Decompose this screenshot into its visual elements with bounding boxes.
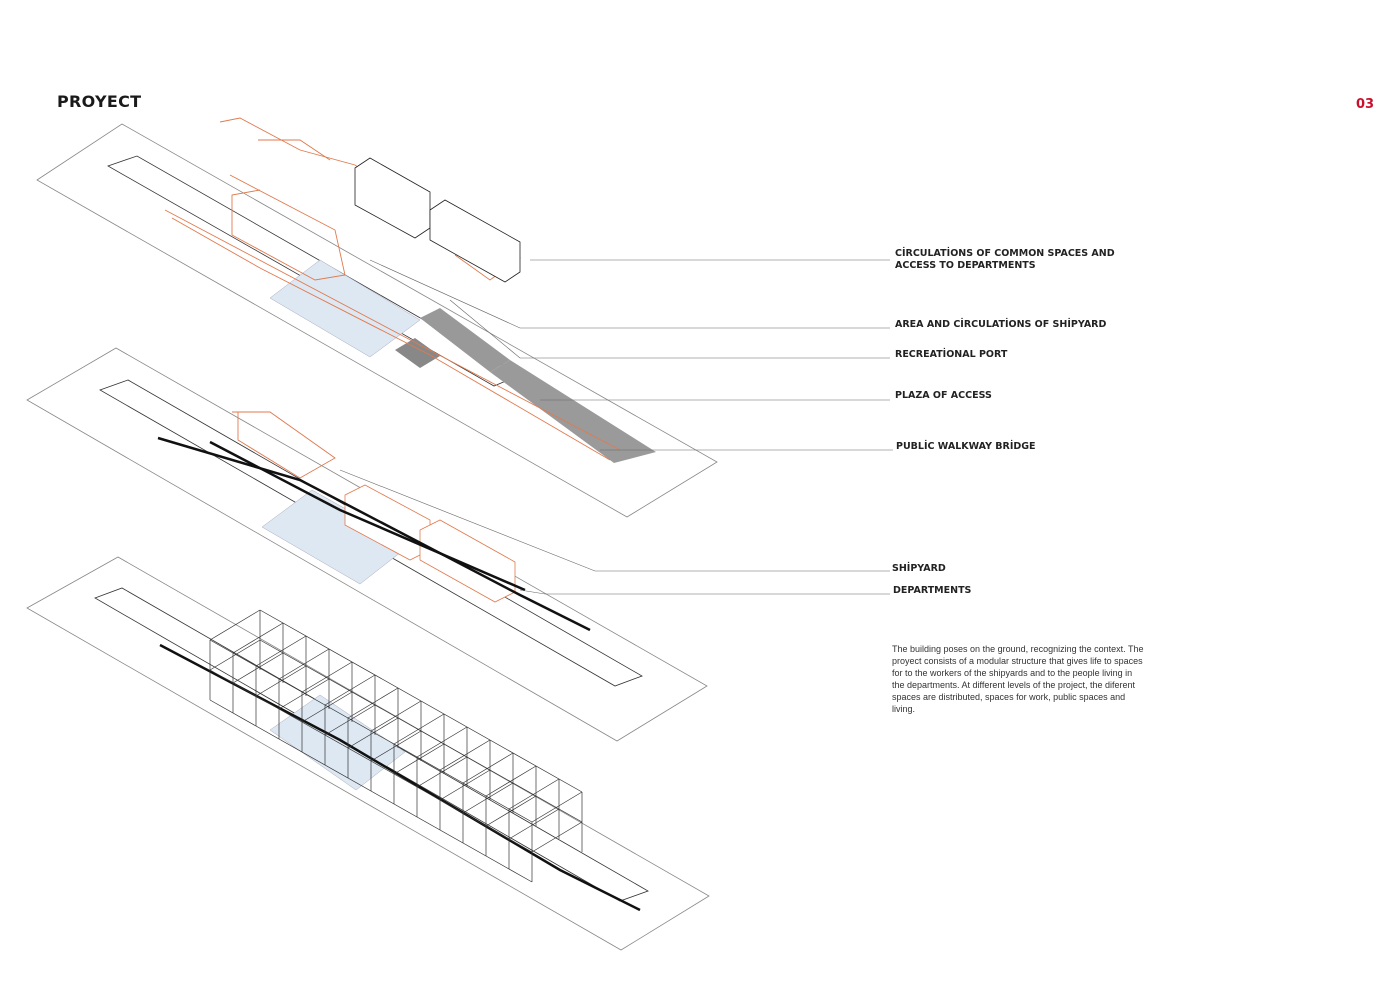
structure-member bbox=[259, 609, 583, 793]
public-walkway-bridge bbox=[490, 360, 656, 463]
label-shipyard: SHİPYARD bbox=[892, 563, 946, 574]
departments-top bbox=[354, 157, 521, 283]
structure-member bbox=[209, 669, 533, 853]
bottom-slab bbox=[26, 556, 710, 951]
label-recreational-port: RECREATİONAL PORT bbox=[895, 349, 1008, 360]
departments-middle bbox=[344, 484, 516, 603]
middle-slab bbox=[26, 347, 708, 742]
structure-member bbox=[259, 639, 583, 823]
structure-member bbox=[531, 791, 583, 823]
structure-member bbox=[209, 639, 533, 823]
label-walkway-bridge: PUBLİC WALKWAY BRİDGE bbox=[896, 441, 1036, 452]
plaza-of-access bbox=[420, 308, 510, 372]
structure-member bbox=[370, 700, 422, 732]
recreational-port-areas bbox=[261, 259, 421, 791]
top-slab bbox=[36, 123, 718, 518]
label-departments: DEPARTMENTS bbox=[893, 585, 972, 596]
structure-member bbox=[462, 782, 514, 814]
page-title: PROYECT bbox=[57, 92, 142, 111]
structure-member bbox=[209, 609, 261, 641]
structure-member bbox=[531, 821, 583, 853]
structure-member bbox=[232, 622, 284, 654]
structure-member bbox=[347, 687, 399, 719]
structure-member bbox=[324, 674, 376, 706]
structure-member bbox=[301, 691, 353, 723]
structure-member bbox=[370, 730, 422, 762]
label-area-shipyard: AREA AND CİRCULATİONS OF SHİPYARD bbox=[895, 319, 1107, 330]
structure-member bbox=[485, 795, 537, 827]
structure-member bbox=[324, 704, 376, 736]
structure-member bbox=[278, 648, 330, 680]
structure-member bbox=[232, 652, 284, 684]
structure-member bbox=[439, 769, 491, 801]
structure-member bbox=[347, 717, 399, 749]
page-number: 03 bbox=[1356, 97, 1375, 112]
structure-member bbox=[301, 661, 353, 693]
modular-structure bbox=[209, 609, 583, 883]
structure-member bbox=[393, 713, 445, 745]
structure-member bbox=[255, 635, 307, 667]
label-circulations-common: CİRCULATİONS OF COMMON SPACES AND ACCESS… bbox=[895, 248, 1115, 271]
structure-member bbox=[209, 699, 533, 883]
structure-member bbox=[278, 678, 330, 710]
label-plaza-access: PLAZA OF ACCESS bbox=[895, 390, 992, 401]
structure-member bbox=[462, 752, 514, 784]
structure-member bbox=[393, 743, 445, 775]
leader-lines bbox=[339, 259, 893, 595]
structure-member bbox=[255, 665, 307, 697]
structure-member bbox=[416, 756, 468, 788]
structure-member bbox=[485, 765, 537, 797]
description-paragraph: The building poses on the ground, recogn… bbox=[892, 644, 1144, 714]
structure-member bbox=[439, 739, 491, 771]
structure-member bbox=[416, 726, 468, 758]
structure-member bbox=[209, 639, 261, 671]
structure-member bbox=[508, 808, 560, 840]
structure-member bbox=[508, 778, 560, 810]
